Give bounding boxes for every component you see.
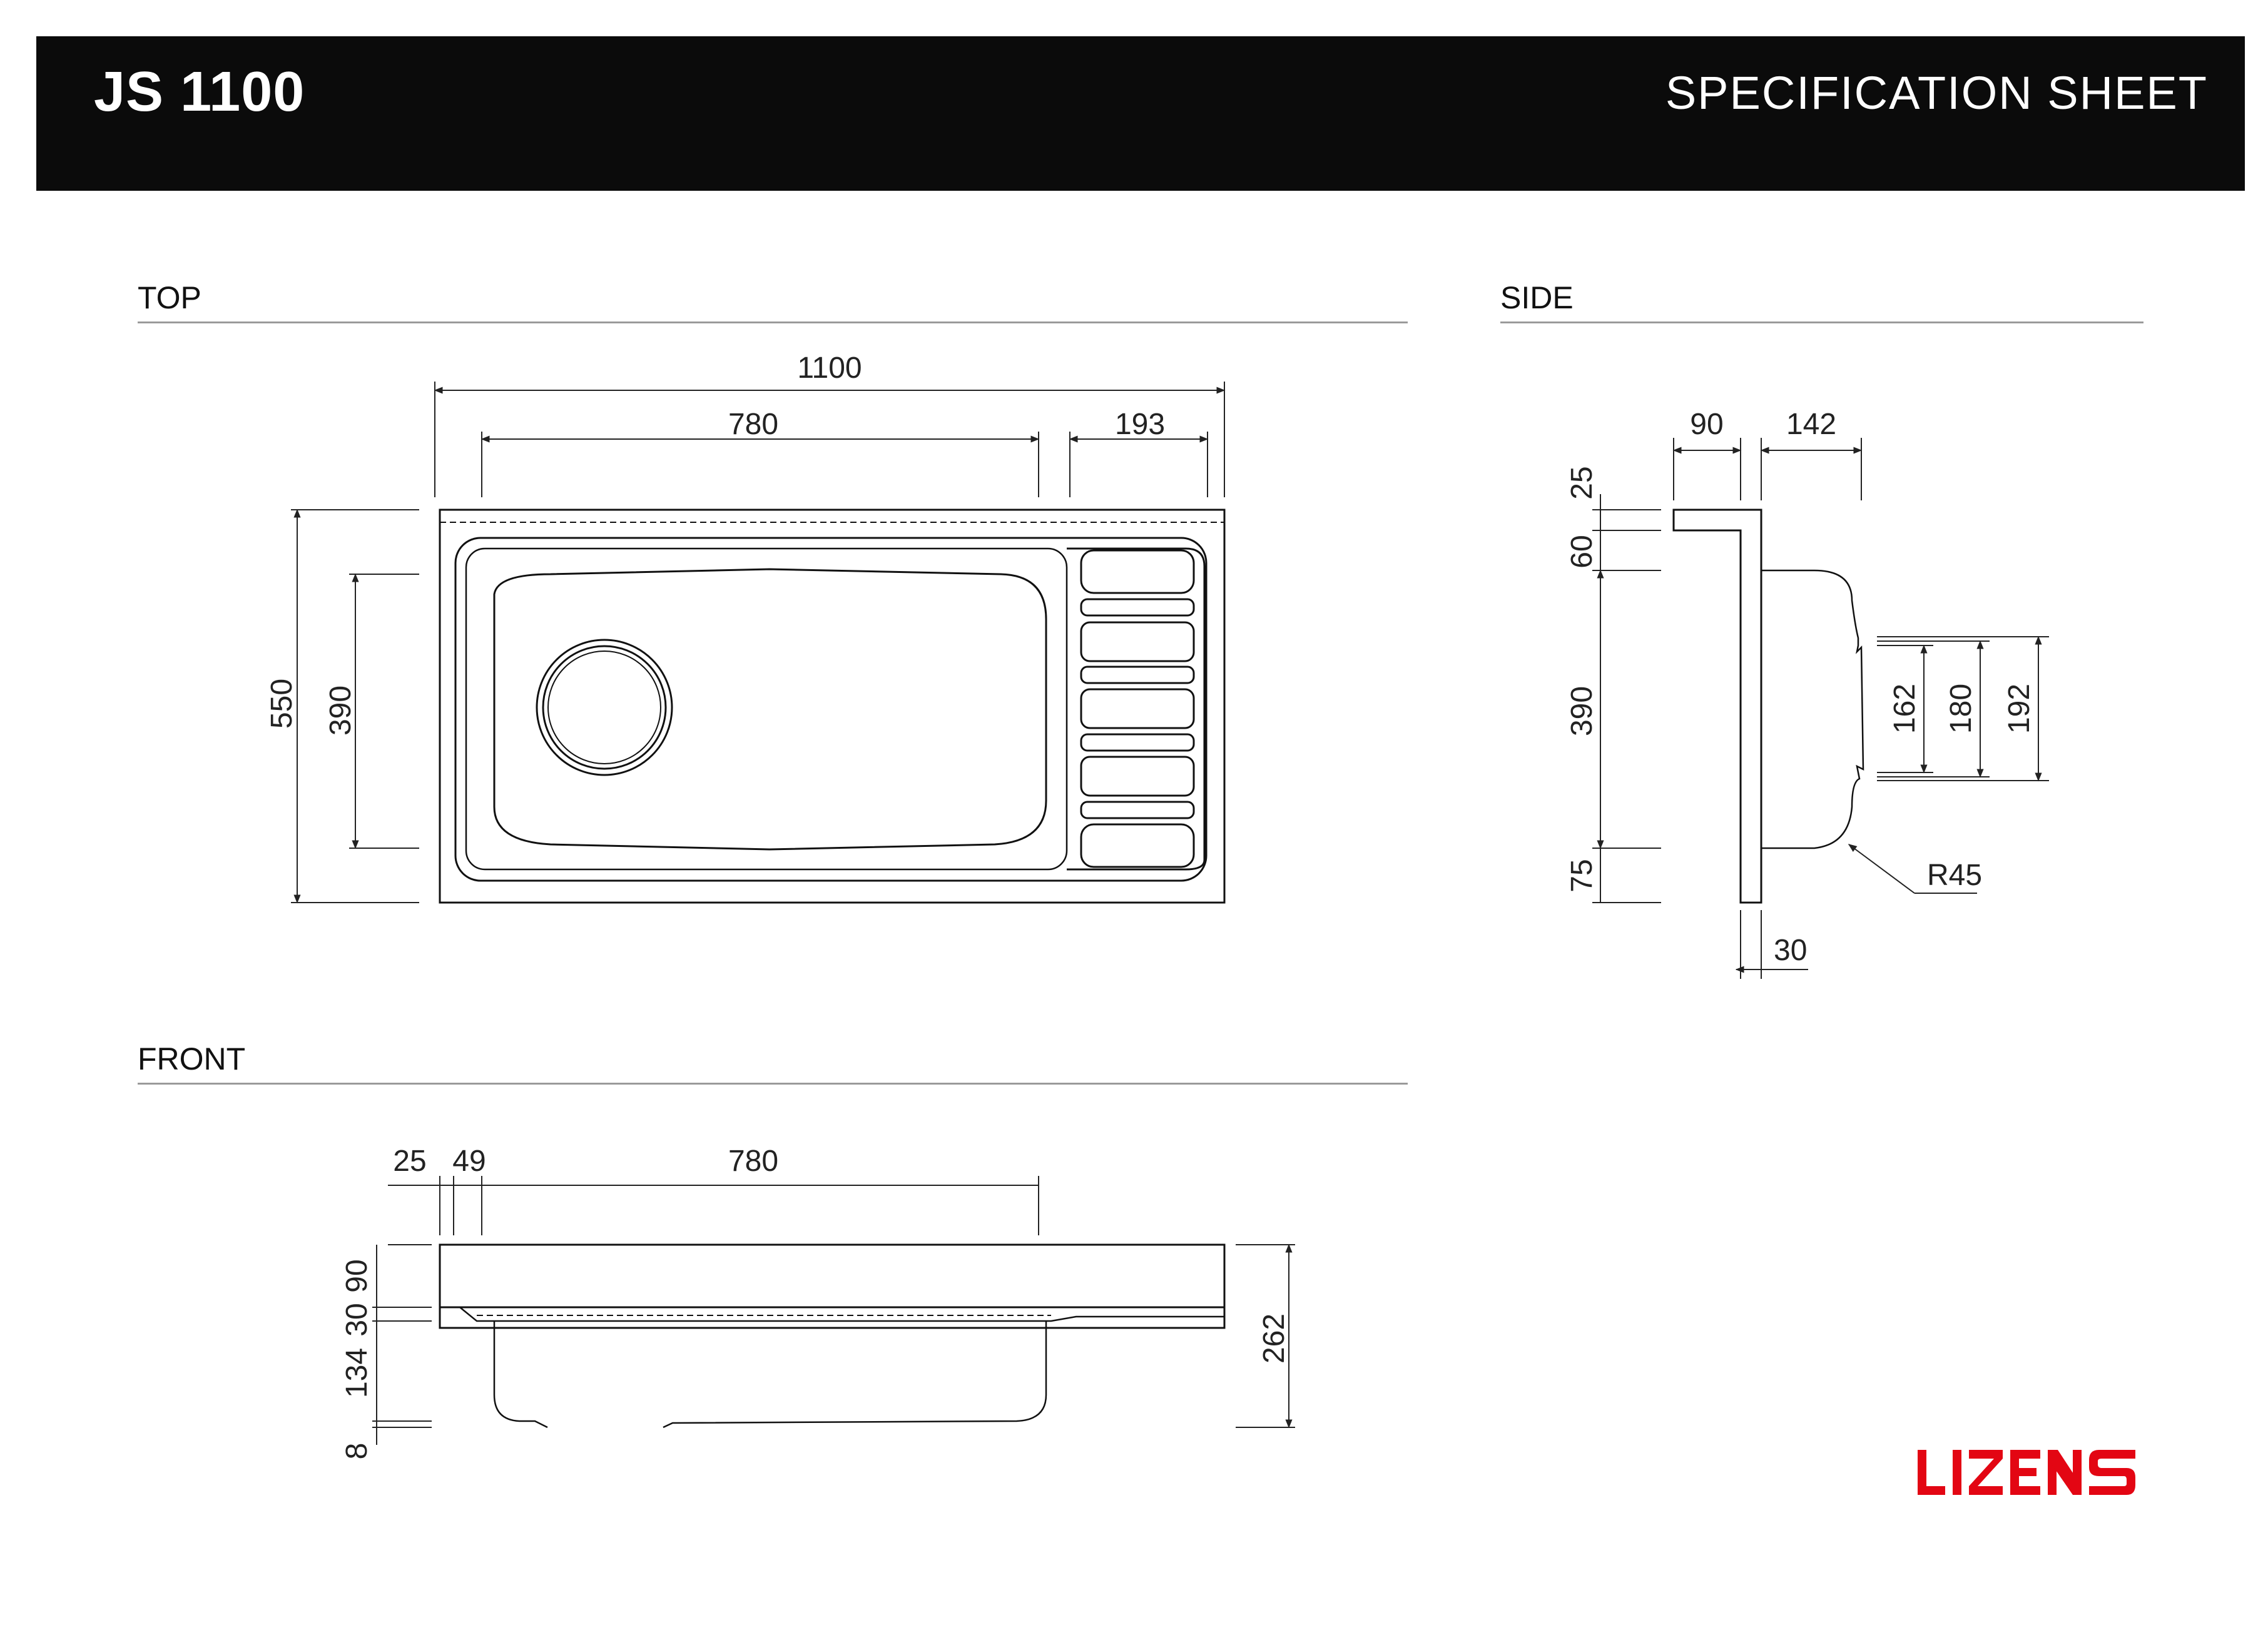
dim-top-550: 550 (265, 679, 298, 729)
dim-top-780: 780 (728, 408, 778, 441)
front-view (439, 1243, 1226, 1429)
dim-front-49: 49 (452, 1145, 486, 1178)
front-dimensions (372, 1176, 1295, 1445)
dim-top-390: 390 (324, 686, 357, 736)
side-view (1672, 509, 1864, 904)
dim-front-780: 780 (728, 1145, 778, 1178)
logo-wordmark (1918, 1450, 2135, 1495)
dim-side-142: 142 (1786, 408, 1836, 441)
section-rule-side (1500, 321, 2143, 323)
dim-side-90: 90 (1690, 408, 1723, 441)
side-bowl (1761, 569, 1864, 849)
section-title-top: TOP (138, 280, 201, 315)
dim-side-60: 60 (1565, 535, 1599, 568)
dim-side-162: 162 (1888, 684, 1921, 734)
top-drainer (1067, 547, 1206, 871)
dim-side-192: 192 (2003, 684, 2036, 734)
header-bar (36, 36, 2245, 191)
sheet-title: SPECIFICATION SHEET (1665, 67, 2208, 119)
top-view (439, 509, 1226, 904)
side-dimensions (1592, 438, 2049, 979)
model-title: JS 1100 (94, 61, 305, 123)
section-rule-front (138, 1083, 1408, 1085)
side-profile (1672, 509, 1762, 904)
top-outline (439, 509, 1226, 904)
dim-side-390: 390 (1565, 686, 1599, 736)
section-title-front: FRONT (138, 1041, 246, 1076)
top-bowl (493, 568, 1047, 851)
dim-side-30: 30 (1774, 934, 1807, 967)
dim-front-262: 262 (1258, 1314, 1291, 1364)
front-bowl (493, 1321, 1047, 1429)
dim-side-75: 75 (1565, 859, 1599, 892)
dim-side-180: 180 (1945, 684, 1978, 734)
dim-top-193: 193 (1115, 408, 1165, 441)
section-title-side: SIDE (1500, 280, 1574, 315)
dim-top-1100: 1100 (797, 352, 862, 385)
front-outline (439, 1243, 1226, 1329)
dim-front-8: 8 (340, 1443, 374, 1460)
top-basin-rim (454, 537, 1208, 882)
lizens-logo (1918, 1450, 2135, 1495)
dim-front-30: 30 (340, 1303, 374, 1336)
dim-front-90: 90 (340, 1259, 374, 1292)
top-drain (536, 639, 673, 776)
dim-side-25: 25 (1565, 466, 1599, 499)
dim-front-25: 25 (393, 1145, 426, 1178)
dim-front-134: 134 (340, 1348, 374, 1398)
section-rule-top (138, 321, 1408, 323)
top-dimensions (291, 382, 1226, 904)
dim-side-r45: R45 (1927, 859, 1982, 892)
